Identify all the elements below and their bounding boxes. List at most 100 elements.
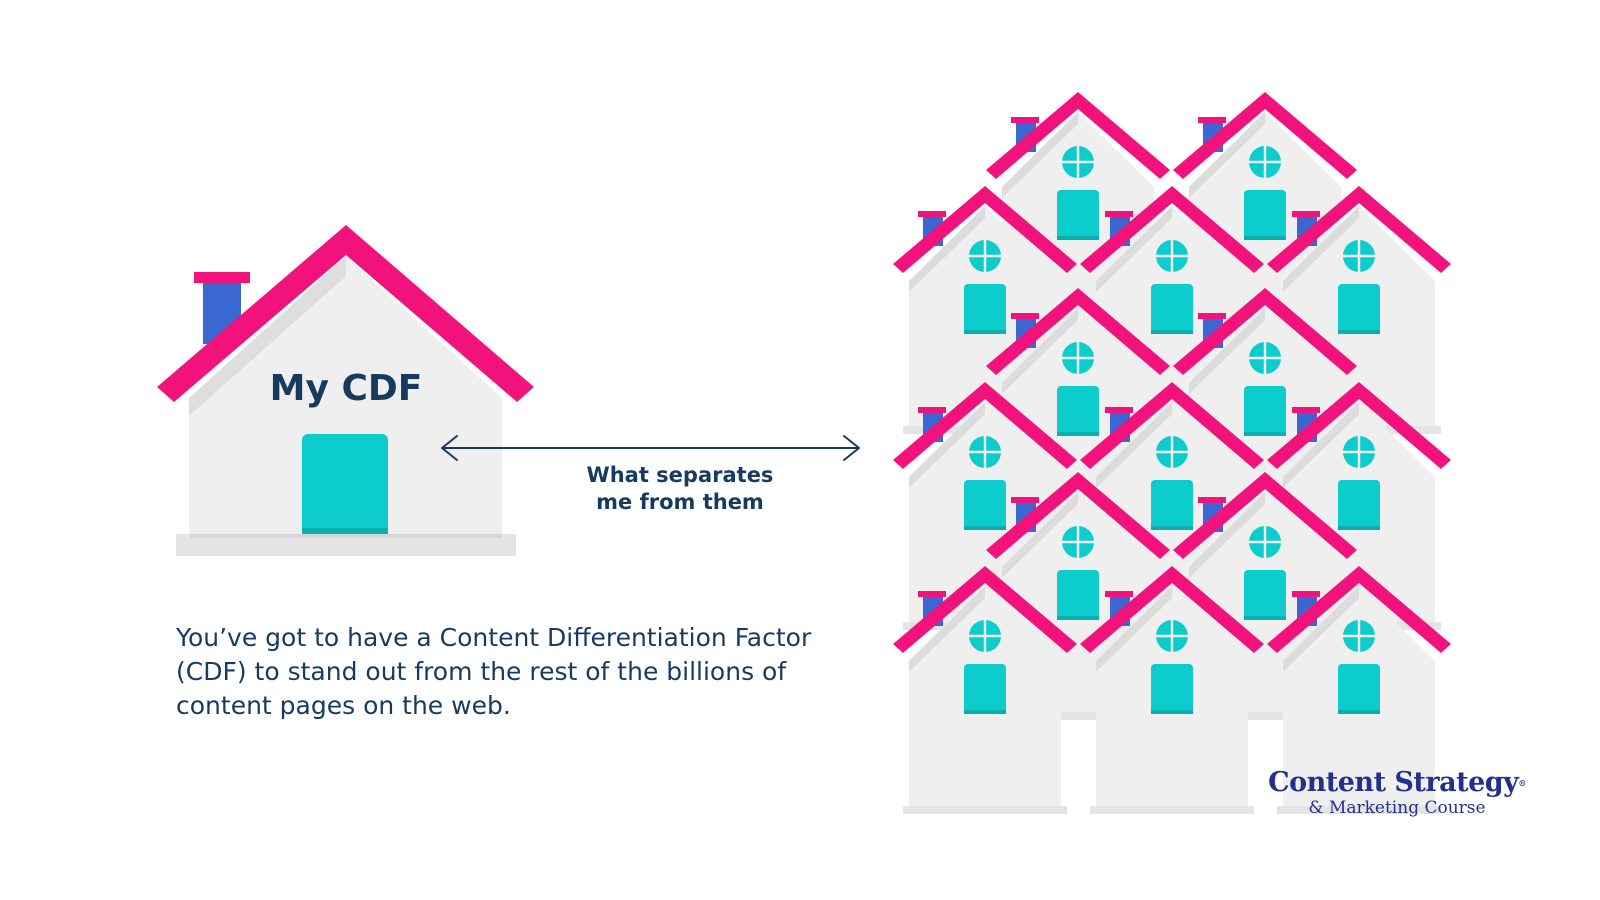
- cluster-house-chimney-cap: [1292, 591, 1320, 597]
- featured-house-door: [302, 434, 388, 534]
- description-line-1: You’ve got to have a Content Differentia…: [176, 623, 812, 652]
- cluster-house-roof: [893, 186, 1077, 273]
- arrow-caption-line-1: What separates: [586, 463, 774, 487]
- featured-house-label: My CDF: [270, 368, 423, 409]
- cluster-house-chimney-cap: [1011, 497, 1039, 503]
- logo-registered-mark: ®: [1518, 778, 1526, 788]
- cluster-house-chimney-cap: [918, 211, 946, 217]
- cluster-house-door: [1057, 386, 1099, 436]
- cluster-house-door-shade: [1338, 710, 1380, 714]
- logo-main-text: Content Strategy®: [1262, 768, 1532, 798]
- cluster-house-door-shade: [1244, 236, 1286, 240]
- description-line-2: (CDF) to stand out from the rest of the …: [176, 657, 787, 686]
- arrow-caption-line-2: me from them: [596, 490, 764, 514]
- cluster-house-wall-shadow: [1189, 308, 1265, 394]
- double-arrow: [441, 435, 860, 461]
- cluster-house-door: [1151, 480, 1193, 530]
- house-cluster: [893, 92, 1451, 814]
- cluster-house-door-shade: [1057, 616, 1099, 620]
- description-text: You’ve got to have a Content Differentia…: [176, 621, 836, 723]
- featured-house-base: [176, 534, 516, 556]
- cluster-house-roof: [1173, 92, 1357, 179]
- cluster-house-door: [1244, 386, 1286, 436]
- cluster-house-door: [964, 480, 1006, 530]
- cluster-house-door-shade: [1057, 236, 1099, 240]
- cluster-house-chimney-cap: [1292, 407, 1320, 413]
- arrow-head-right-icon: [843, 435, 860, 461]
- cluster-house-chimney-cap: [1105, 407, 1133, 413]
- cluster-house-door-shade: [1244, 432, 1286, 436]
- cluster-house-roof: [1267, 186, 1451, 273]
- cluster-house-door-shade: [1338, 330, 1380, 334]
- cluster-house-wall-shadow: [1283, 586, 1359, 672]
- cluster-house-roof: [1080, 186, 1264, 273]
- cluster-house-wall-shadow: [1096, 402, 1172, 488]
- cluster-house-chimney-cap: [918, 407, 946, 413]
- cluster-house-roof: [1173, 472, 1357, 559]
- cluster-house: [1267, 566, 1451, 814]
- cluster-house-wall-shadow: [909, 402, 985, 488]
- featured-house-roof: [157, 225, 534, 402]
- featured-house: My CDF: [157, 225, 534, 556]
- cluster-house-roof: [1267, 566, 1451, 653]
- cluster-house-wall-shadow: [1096, 586, 1172, 672]
- cluster-house-door-shade: [964, 330, 1006, 334]
- cluster-house-chimney-cap: [1105, 211, 1133, 217]
- cluster-house-chimney-cap: [1198, 313, 1226, 319]
- cluster-house-wall-shadow: [1283, 402, 1359, 488]
- cluster-house-wall-shadow: [1002, 308, 1078, 394]
- cluster-house-door-shade: [964, 526, 1006, 530]
- cluster-house-wall-shadow: [1002, 492, 1078, 578]
- brand-logo: Content Strategy® & Marketing Course: [1262, 768, 1532, 819]
- cluster-house-base: [903, 806, 1067, 814]
- description-line-3: content pages on the web.: [176, 691, 511, 720]
- cluster-house-chimney-cap: [1198, 497, 1226, 503]
- cluster-house-door: [1338, 480, 1380, 530]
- cluster-house-wall-shadow: [1189, 112, 1265, 198]
- cluster-house-base: [1183, 712, 1347, 720]
- cluster-house-door: [1151, 664, 1193, 714]
- cluster-house-wall-shadow: [1096, 206, 1172, 292]
- cluster-house-roof: [986, 288, 1170, 375]
- featured-house-wall: [189, 256, 502, 534]
- featured-house-door-shade: [302, 528, 388, 534]
- cluster-house-wall-shadow: [909, 206, 985, 292]
- cluster-house-roof: [986, 472, 1170, 559]
- logo-sub-text: & Marketing Course: [1308, 798, 1486, 818]
- cluster-house-door-shade: [1151, 710, 1193, 714]
- featured-house-ledge: [190, 531, 502, 538]
- cluster-house-chimney-cap: [1011, 313, 1039, 319]
- cluster-house-roof: [1173, 288, 1357, 375]
- cluster-house-wall-shadow: [1283, 206, 1359, 292]
- featured-house-wall-shadow: [189, 256, 346, 416]
- logo-main-label: Content Strategy: [1268, 767, 1519, 798]
- cluster-house-door: [1151, 284, 1193, 334]
- cluster-house-chimney-cap: [1292, 211, 1320, 217]
- cluster-house: [893, 566, 1077, 814]
- cluster-house-chimney-cap: [1105, 591, 1133, 597]
- cluster-house-door-shade: [1151, 330, 1193, 334]
- cluster-house-wall-shadow: [1002, 112, 1078, 198]
- cluster-house-roof: [1080, 566, 1264, 653]
- arrow-head-left-icon: [441, 435, 458, 461]
- arrow-caption: What separates me from them: [560, 462, 800, 516]
- cluster-house-roof: [1080, 382, 1264, 469]
- cluster-house-door-shade: [964, 710, 1006, 714]
- cluster-house-door: [1057, 570, 1099, 620]
- cluster-house: [1080, 566, 1264, 814]
- cluster-house-roof: [1267, 382, 1451, 469]
- cluster-house-door-shade: [1338, 526, 1380, 530]
- cluster-house-door-shade: [1244, 616, 1286, 620]
- cluster-house-chimney-cap: [918, 591, 946, 597]
- cluster-house-roof: [986, 92, 1170, 179]
- cluster-house-door: [1244, 190, 1286, 240]
- cluster-house-base: [996, 712, 1160, 720]
- cluster-house-door: [964, 664, 1006, 714]
- cluster-house-wall-shadow: [1189, 492, 1265, 578]
- cluster-house-door: [1338, 284, 1380, 334]
- cluster-house-door: [1338, 664, 1380, 714]
- cluster-house-wall-shadow: [909, 586, 985, 672]
- cluster-house-chimney-cap: [1198, 117, 1226, 123]
- featured-house-chimney-cap: [194, 272, 250, 283]
